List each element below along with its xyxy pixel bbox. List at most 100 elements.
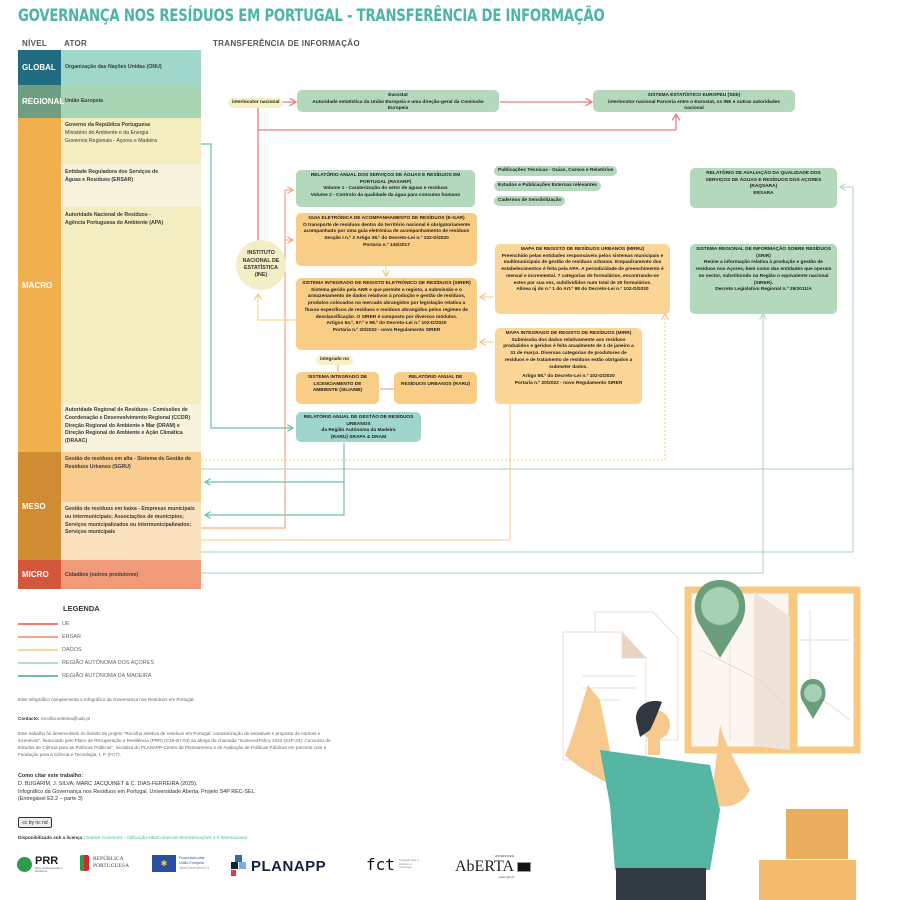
cc-badge-text: cc by nc nd [22, 819, 48, 826]
dados-lines [201, 266, 665, 541]
prr-logo: PRR Plano de Recuperação e Resiliência [17, 855, 71, 873]
raqsara-box: RELATÓRIO DE AVALIAÇÃO DA QUALIDADE DOS … [690, 168, 837, 208]
madeira-lines [201, 143, 345, 515]
level-label: MESO [22, 501, 46, 511]
cc-license-badge: cc by nc nd [18, 817, 52, 828]
acores-lines [201, 187, 854, 574]
see-desc: interlocutor nacional Parceria entre o E… [608, 99, 780, 112]
license-link[interactable]: Creative Commons - Atribuição-NãoComerci… [83, 835, 247, 840]
legend-line [18, 649, 58, 651]
actor-regional-authority: Autoridade Regional de Resíduos - Comiss… [65, 407, 191, 445]
fct-logo: fct Fundação para a Ciência e a Tecnolog… [366, 855, 425, 874]
sirer-title: SISTEMA INTEGRADO DE REGISTO ELETRÓNICO … [302, 281, 471, 286]
legend-ue: UE [18, 619, 70, 629]
fct-text: fct [366, 855, 395, 874]
illustration [562, 580, 861, 900]
actor-micro: Cidadãos (outros produtores) [65, 572, 139, 578]
interlocutor-pill: interlocutor nacional [228, 98, 284, 108]
integrado-pill: integrado no [316, 355, 354, 365]
legend-acores: REGIÃO AUTÓNOMA DOS AÇORES [18, 658, 154, 668]
mrru-desc: Preenchido pelas entidades responsáveis … [501, 253, 664, 286]
mrru-box: MAPA DE REGISTO DE RESÍDUOS URBANOS (MRR… [495, 244, 670, 314]
level-label: GLOBAL [22, 63, 56, 72]
planapp-logo: PLANAPP [231, 855, 326, 877]
egar-title: GUIA ELETRÓNICA DE ACOMPANHAMENTO DE RES… [308, 216, 465, 221]
egar-desc: O transporte de resíduos dentro do terri… [302, 222, 471, 235]
legend-label: DADOS [62, 647, 82, 653]
level-label: REGIONAL [22, 97, 65, 106]
contact-email[interactable]: recolha.seletiva@uab.pt [40, 716, 91, 721]
see-box: SISTEMA ESTATÍSTICO EUROPEU (SEE) interl… [593, 90, 795, 112]
legend-label: UE [62, 621, 70, 627]
legend-title: LEGENDA [63, 604, 100, 613]
header-transfer: TRANSFERÊNCIA DE INFORMAÇÃO [213, 39, 360, 48]
mirr-title: MAPA INTEGRADO DE REGISTO DE RESÍDUOS (M… [505, 331, 632, 336]
aberta-top: UNIVERSIDADE [494, 855, 515, 858]
eu-flag-icon: ✱ [152, 855, 176, 872]
location-pin-small-icon [800, 679, 826, 719]
license-prefix: Disponibilizado sob a licença [18, 835, 83, 840]
srir-title: SISTEMA REGIONAL DE INFORMAÇÃO SOBRE RES… [696, 247, 831, 259]
actor-bg-regional-auth [61, 404, 201, 452]
legend-line [18, 675, 58, 677]
srir-box: SISTEMA REGIONAL DE INFORMAÇÃO SOBRE RES… [690, 244, 837, 314]
actor-ue: União Europeia [65, 98, 104, 104]
madeira-org: (RARU) SRAPA & DRAM [330, 435, 387, 441]
sirer-box: SISTEMA INTEGRADO DE REGISTO ELETRÓNICO … [296, 278, 477, 350]
person-illustration [565, 685, 750, 900]
actor-governo-3: Governos Regionais - Açores e Madeira [65, 137, 157, 144]
mirr-desc: Submissão dos dados relativamente aos re… [503, 337, 634, 370]
egar-box: GUIA ELETRÓNICA DE ACOMPANHAMENTO DE RES… [296, 213, 477, 266]
ine-node: INSTITUTO NACIONAL DE ESTATÍSTICA (INE) [236, 240, 286, 290]
aberta-laptop-icon [517, 862, 532, 873]
boxes-icon [759, 809, 856, 900]
actor-bg-baixa [61, 502, 201, 560]
level-label: MACRO [22, 280, 53, 290]
citation-title: Como citar este trabalho: [18, 773, 84, 779]
eurostat-box: Eurostat Autoridade estatística da União… [297, 90, 499, 112]
rasarp-title: RELATÓRIO ANUAL DOS SERVIÇOS DE ÁGUAS E … [310, 173, 461, 185]
location-pin-icon [694, 580, 746, 658]
republica-2: PORTUGUESA [93, 863, 130, 869]
srir-desc: Reúne a informação relativa à produção e… [695, 260, 832, 286]
actor-apa: Autoridade Nacional de Resíduos - Agênci… [65, 212, 164, 226]
eu-3: NextGenerationEU [179, 866, 210, 871]
legend-line [18, 636, 58, 638]
arrow-alta-raqsara [201, 187, 854, 470]
arrow-madeira-alta [205, 443, 345, 482]
license-line: Disponibilizado sob a licença Creative C… [18, 835, 247, 842]
actor-onu: Organização das Nações Unidas (ONU) [65, 64, 162, 70]
legend-label: REGIÃO AUTÓNOMA DA MADEIRA [62, 673, 152, 679]
prr-text: PRR [35, 855, 59, 867]
project-text: Este trabalho foi desenvolvido no âmbito… [18, 731, 331, 757]
legend-line [18, 662, 58, 664]
rasarp-v2: Volume 2 - Controlo da qualidade da água… [310, 193, 461, 199]
madeira-sub: da Região Autónoma da Madeira [321, 428, 396, 434]
planapp-icon [231, 855, 247, 877]
raqsara-code: (RAQSARA) [749, 184, 778, 190]
republica-logo: REPÚBLICA PORTUGUESA [80, 855, 129, 871]
actor-bg-alta [61, 452, 201, 502]
actor-bg-governo [61, 118, 201, 164]
arrow-madeira-baixa [205, 482, 345, 515]
eu-2: União Europeia [179, 860, 204, 865]
actor-bg-global [61, 50, 201, 85]
planapp-text: PLANAPP [251, 857, 327, 875]
citation: Como citar este trabalho: D. BUGARIM, J.… [18, 773, 338, 804]
sirer-portaria: Portaria n.º 20/2022 - novo Regulamento … [332, 327, 441, 333]
eu-1: Financiado pela [179, 855, 205, 860]
raqsara-org: ERSARA [753, 191, 774, 197]
legend-label: ERSAR [62, 634, 81, 640]
actor-bg-regional [61, 85, 201, 118]
arrow-micro-srir [201, 314, 763, 574]
level-label: MICRO [22, 570, 49, 579]
legend-line [18, 623, 58, 625]
contact-label: Contacto: [18, 716, 40, 721]
arrow-governo-madeira [201, 143, 293, 428]
level-global: GLOBAL [18, 50, 61, 85]
raqsara-title: RELATÓRIO DE AVALIAÇÃO DA QUALIDADE DOS … [705, 171, 822, 183]
rasarp-box: RELATÓRIO ANUAL DOS SERVIÇOS DE ÁGUAS E … [296, 170, 475, 207]
aberta-text: AbERTA [455, 858, 515, 876]
header-actor: ATOR [64, 39, 88, 48]
